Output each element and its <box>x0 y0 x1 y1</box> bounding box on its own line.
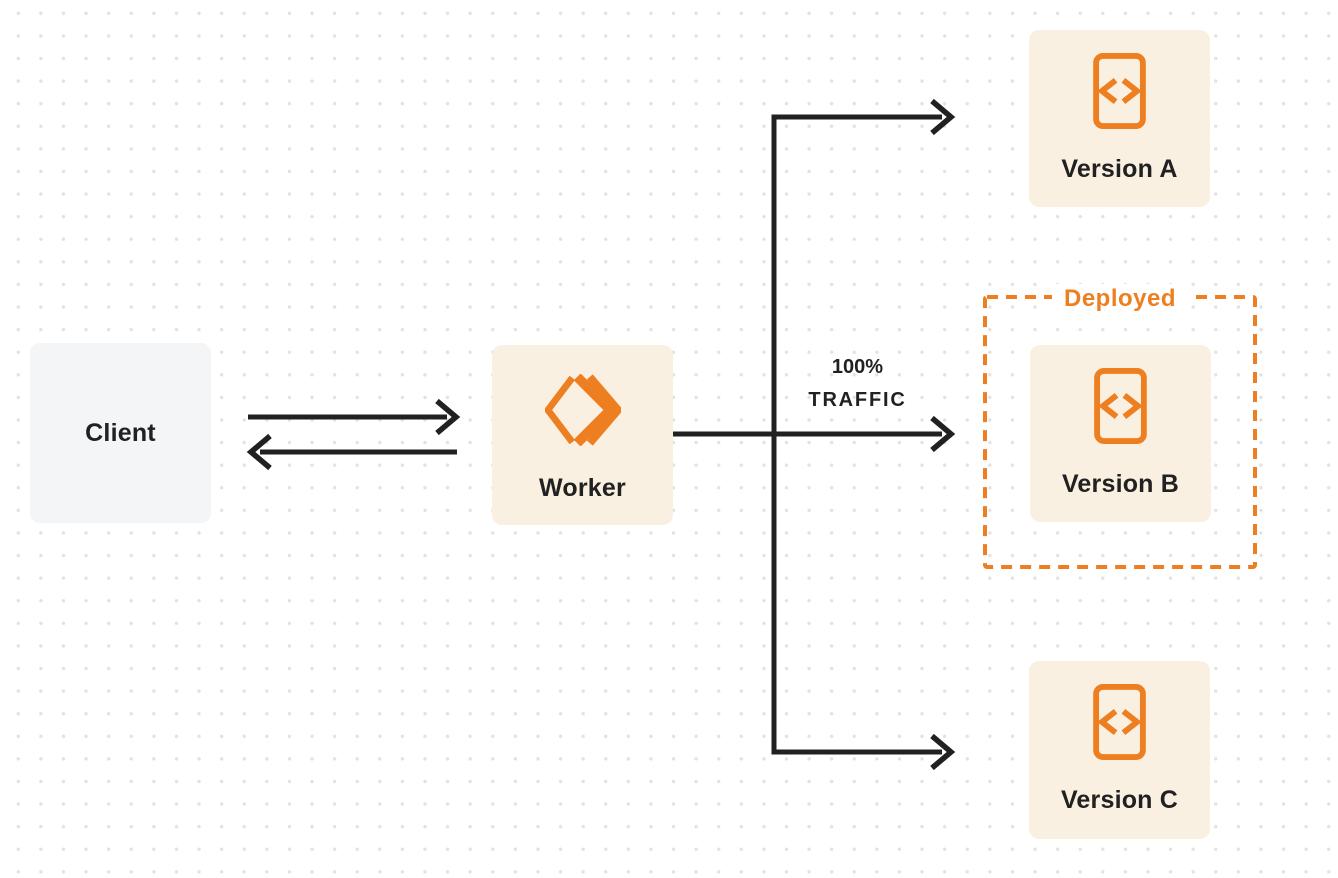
version-a-node: Version A <box>1029 30 1210 207</box>
code-file-icon <box>1094 368 1147 444</box>
workers-logo-icon <box>544 374 621 446</box>
version-b-label: Version B <box>1061 470 1180 498</box>
client-label: Client <box>85 418 156 447</box>
client-to-worker-arrow <box>248 398 461 436</box>
traffic-word-text: TRAFFIC <box>808 389 907 411</box>
traffic-annotation: 100% TRAFFIC <box>785 351 930 417</box>
worker-label: Worker <box>539 474 626 502</box>
worker-node: Worker <box>492 345 673 525</box>
version-c-node: Version C <box>1029 661 1210 839</box>
branch-trunk-line <box>771 114 942 755</box>
deployed-label: Deployed <box>1051 284 1189 313</box>
version-c-label: Version C <box>1060 786 1179 814</box>
worker-to-client-arrow <box>246 433 457 471</box>
code-file-icon <box>1093 684 1146 760</box>
code-file-icon <box>1093 53 1146 129</box>
version-b-node: Version B <box>1030 345 1211 522</box>
worker-to-version-b-arrow <box>673 415 956 453</box>
client-node: Client <box>30 343 211 523</box>
version-a-label: Version A <box>1061 155 1178 183</box>
traffic-percent-text: 100% <box>831 356 884 378</box>
branch-to-version-a-arrowhead <box>930 98 956 136</box>
branch-to-version-c-arrowhead <box>930 733 956 771</box>
